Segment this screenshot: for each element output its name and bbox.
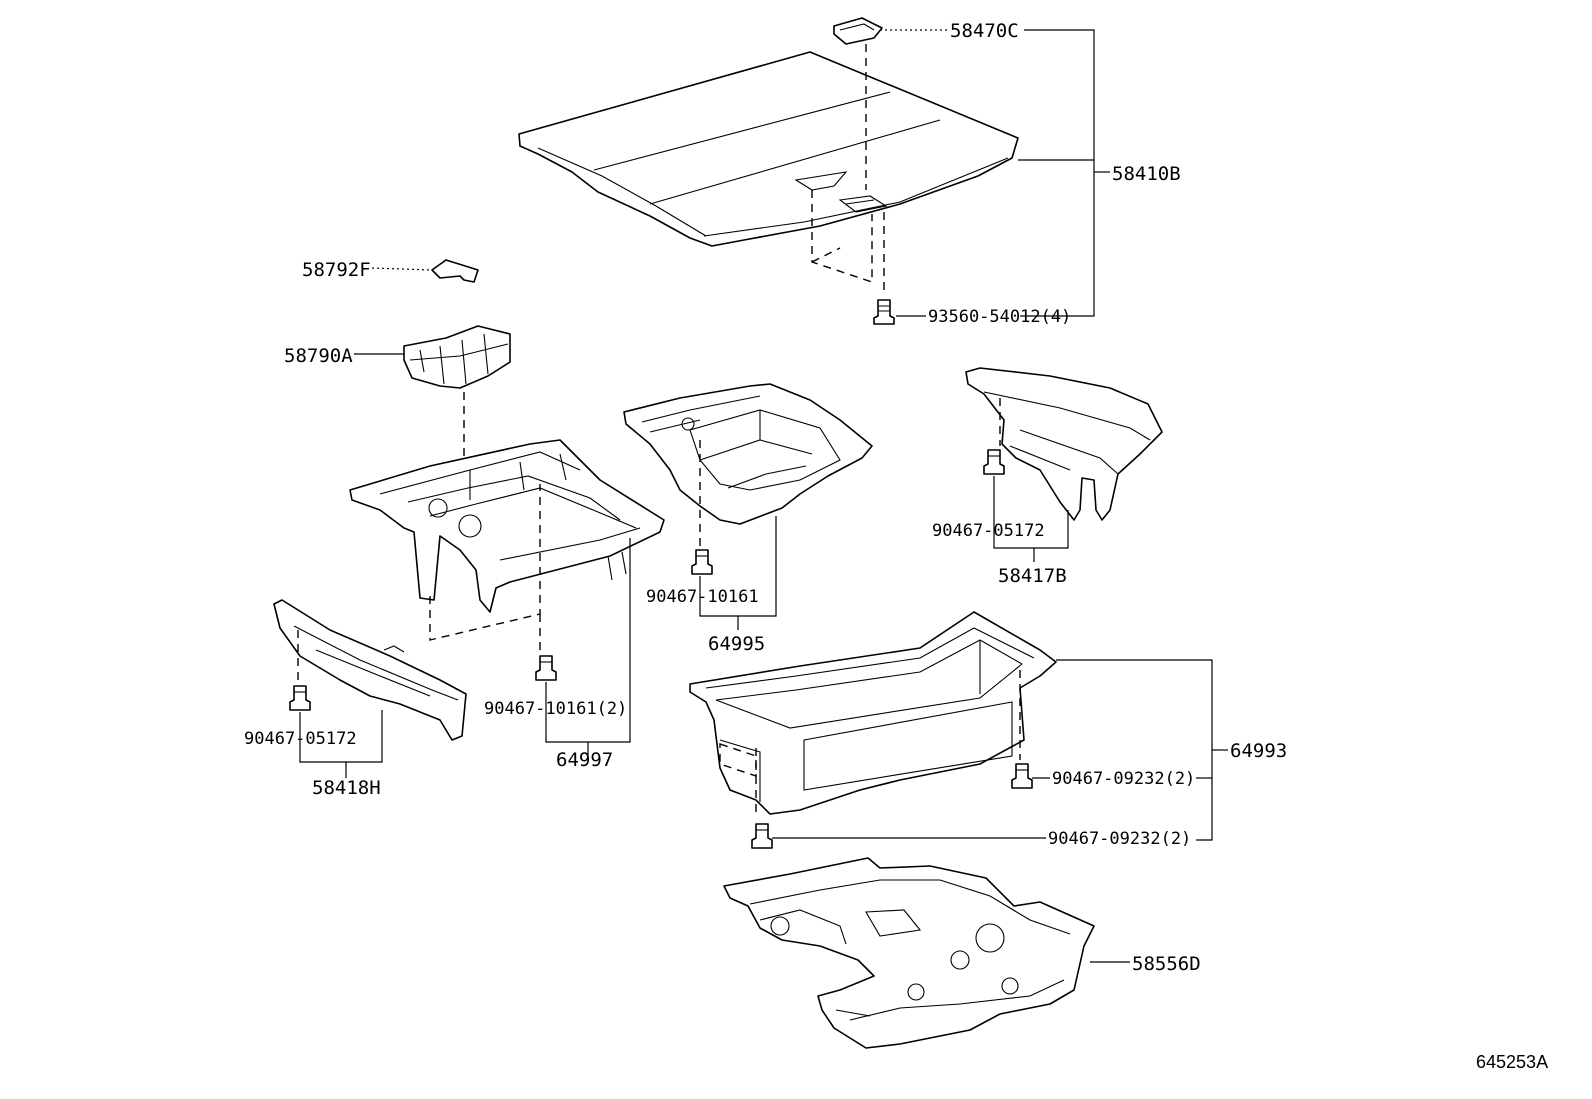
part-58790A <box>403 325 511 389</box>
leader-58792F <box>371 267 433 271</box>
label-90467-09232-a: 90467-09232(2) <box>1052 769 1195 789</box>
part-90467-10161 <box>691 549 713 575</box>
label-58556D: 58556D <box>1132 953 1201 975</box>
part-58410B <box>518 51 1019 283</box>
part-90467-05172-right <box>983 449 1005 475</box>
part-58417B <box>965 367 1163 521</box>
label-64993: 64993 <box>1230 740 1287 762</box>
part-90467-10161-2 <box>535 655 557 681</box>
part-64993 <box>689 611 1057 816</box>
label-90467-10161: 90467-10161 <box>646 587 759 607</box>
part-58792F <box>431 259 479 283</box>
label-58792F: 58792F <box>302 259 371 281</box>
label-58418H: 58418H <box>312 777 381 799</box>
bracket-64993 <box>1056 659 1213 841</box>
part-90467-09232-a <box>1011 763 1033 789</box>
part-64997 <box>349 439 665 650</box>
part-90467-05172-left <box>289 685 311 711</box>
label-64995: 64995 <box>708 633 765 655</box>
part-90467-09232-b <box>751 823 773 849</box>
part-93560-54012 <box>873 212 895 325</box>
part-64995 <box>623 383 873 546</box>
label-58410B: 58410B <box>1112 163 1181 185</box>
reference-number: 645253A <box>1476 1052 1548 1072</box>
bracket-58417B <box>993 476 1069 549</box>
label-58790A: 58790A <box>284 345 353 367</box>
part-58556D <box>723 857 1095 1049</box>
label-90467-05172-left: 90467-05172 <box>244 729 357 749</box>
label-64997: 64997 <box>556 749 613 771</box>
label-90467-09232-b: 90467-09232(2) <box>1048 829 1191 849</box>
label-90467-05172-right: 90467-05172 <box>932 521 1045 541</box>
bracket-58410B <box>1020 29 1095 317</box>
label-58470C: 58470C <box>950 20 1019 42</box>
label-90467-10161-2: 90467-10161(2) <box>484 699 627 719</box>
label-58417B: 58417B <box>998 565 1067 587</box>
part-58418H <box>273 599 467 741</box>
bracket-58418H <box>299 710 383 763</box>
part-58470C <box>833 17 883 45</box>
label-93560-54012: 93560-54012(4) <box>928 307 1071 327</box>
